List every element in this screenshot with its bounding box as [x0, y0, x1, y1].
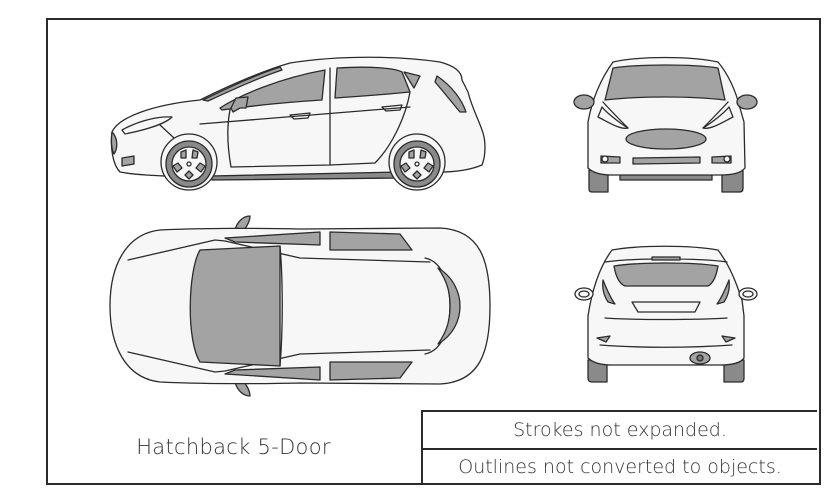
note-strokes: Strokes not expanded.: [513, 419, 727, 441]
drawing-frame: [46, 18, 821, 485]
note-outlines: Outlines not converted to objects.: [423, 448, 817, 484]
rear-view: [574, 245, 758, 383]
drawing-title: Hatchback 5-Door: [136, 434, 331, 459]
side-view: [110, 56, 486, 191]
notes-table: Strokes not expanded. Outlines not conve…: [421, 410, 817, 483]
front-view: [573, 56, 758, 193]
top-view: [109, 215, 491, 397]
